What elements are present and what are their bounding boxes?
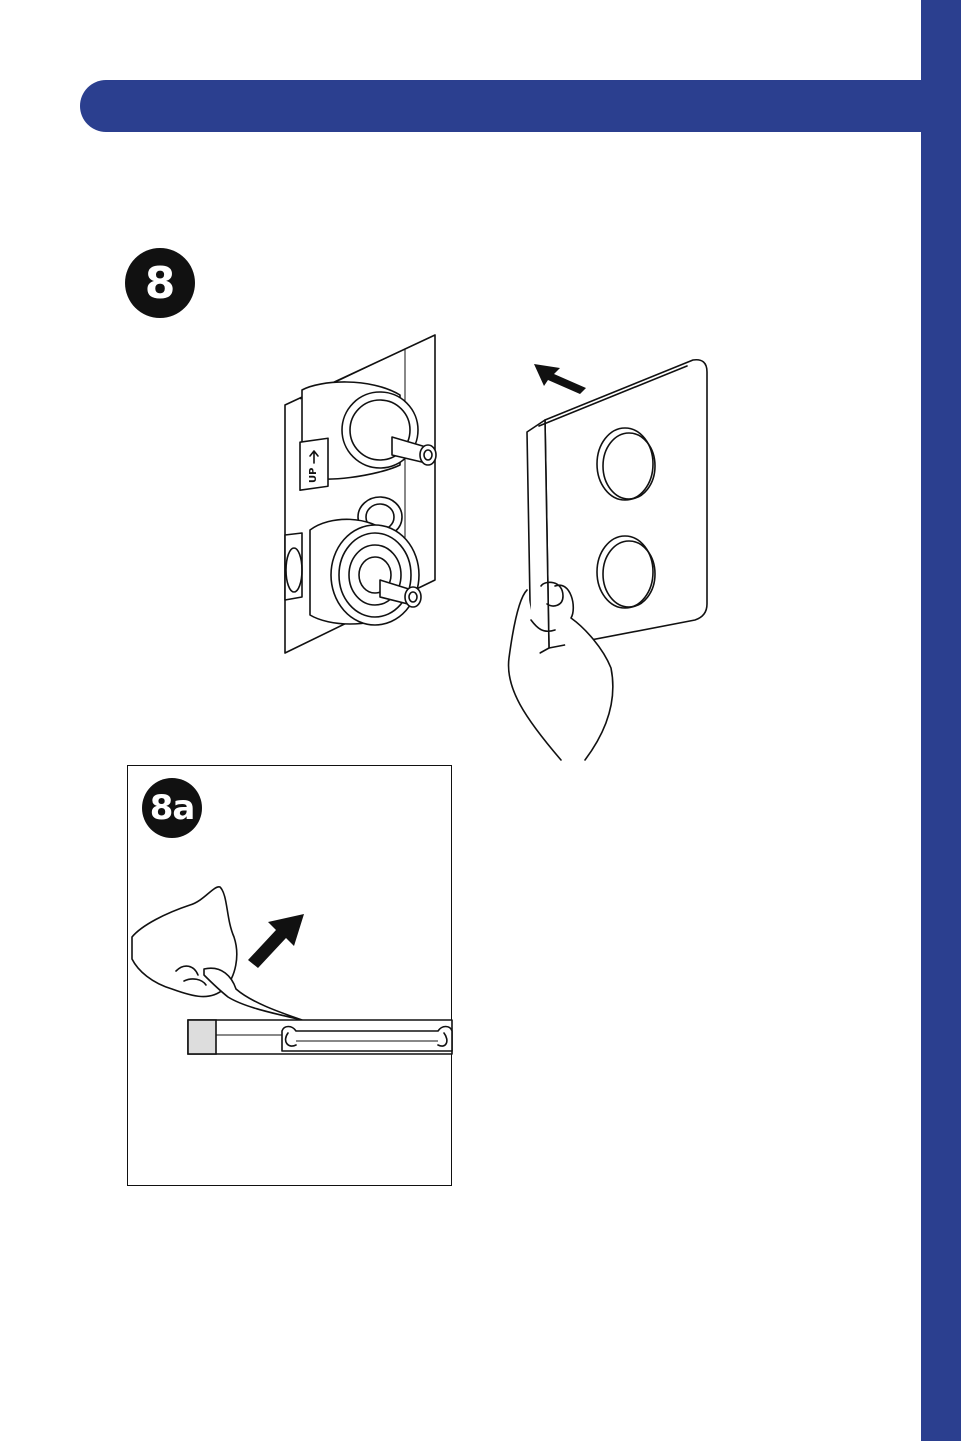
up-label: UP: [308, 468, 319, 483]
valve-illustration: UP: [280, 335, 440, 655]
peel-film-illustration: [132, 885, 452, 1057]
side-color-bar: [921, 0, 961, 1441]
step-badge-8: 8: [125, 248, 195, 318]
header-band: [80, 80, 921, 132]
step-badge-8a: 8a: [142, 778, 202, 838]
step-number: 8a: [150, 788, 195, 828]
step-number: 8: [145, 258, 176, 309]
trim-plate-illustration: [505, 358, 715, 763]
